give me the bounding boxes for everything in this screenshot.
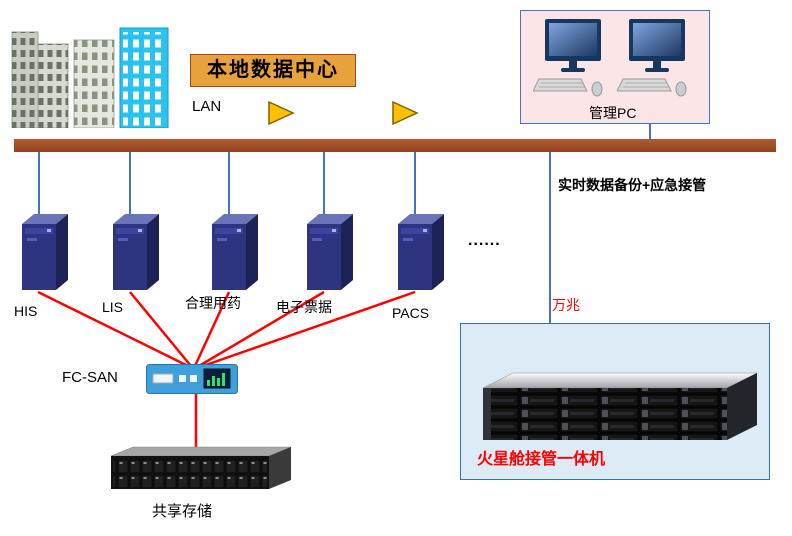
server-label-lis: LIS: [102, 299, 124, 315]
server-label-pacs: PACS: [392, 305, 430, 321]
management-pc-label: 管理PC: [589, 105, 637, 121]
san-link-drug: [193, 291, 231, 367]
storage-array-icon: [110, 446, 292, 489]
server-tower-icon: [307, 214, 353, 290]
storage-label: 共享存储: [152, 503, 213, 520]
city-buildings-icon: [11, 27, 169, 128]
management-pc-box: 管理PC: [520, 10, 710, 124]
title-banner: 本地数据中心: [190, 54, 356, 87]
fc-san-label: FC-SAN: [62, 369, 118, 386]
lan-label: LAN: [192, 98, 222, 115]
server-tower-icon: [212, 214, 258, 290]
san-link-pacs: [202, 290, 416, 368]
san-link-bill: [198, 290, 325, 368]
server-tower-icon: [113, 214, 159, 290]
mars-appliance-box: 火星舱接管一体机: [460, 323, 770, 480]
server-label-his: HIS: [14, 303, 38, 319]
rack-server-icon: [482, 372, 758, 440]
lan-backbone-bar: [14, 139, 776, 152]
server-tower-icon: [398, 214, 444, 290]
desktop-pc-icon: [533, 19, 603, 97]
flow-arrow-icon: [392, 100, 419, 126]
san-link-lis: [129, 291, 192, 367]
ellipsis-label: ......: [468, 232, 501, 249]
mars-appliance-label: 火星舱接管一体机: [477, 451, 606, 468]
desktop-pc-icon: [617, 19, 687, 97]
san-link-his: [37, 290, 189, 368]
backup-caption: 实时数据备份+应急接管: [558, 177, 707, 193]
flow-arrow-icon: [268, 100, 295, 126]
server-label-bill: 电子票据: [276, 299, 332, 315]
bandwidth-label: 万兆: [552, 297, 580, 313]
fc-san-switch-icon: [146, 364, 238, 394]
server-label-drug: 合理用药: [185, 295, 241, 311]
server-tower-icon: [22, 214, 68, 290]
